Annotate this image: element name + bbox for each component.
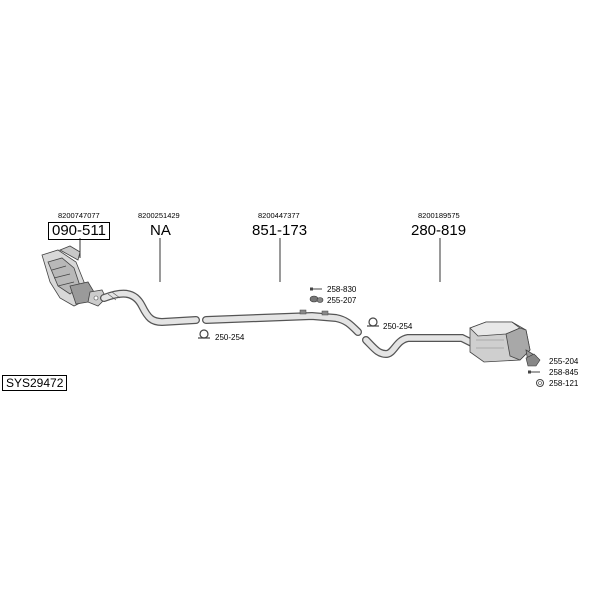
- rear-silencer-icon: [469, 321, 537, 363]
- rubber-rear-icon: [525, 353, 541, 367]
- oem-number-front-pipe: 8200251429: [138, 211, 180, 220]
- rubber-rear-label[interactable]: 255-204: [549, 357, 579, 366]
- rubber-top-icon: [309, 295, 324, 303]
- oem-number-center-pipe: 8200447377: [258, 211, 300, 220]
- clamp-front-icon: [198, 329, 210, 339]
- rubber-top-label[interactable]: 255-207: [327, 296, 357, 305]
- ring-rear-icon: [536, 379, 544, 387]
- mount-rear-icon: [528, 370, 540, 374]
- catalytic-converter-icon: [41, 245, 95, 307]
- mount-top-icon: [310, 287, 322, 291]
- clamp-middle-icon: [367, 317, 379, 327]
- mount-top-label[interactable]: 258-830: [327, 285, 357, 294]
- leader-lines: [79, 238, 441, 282]
- rear-pipe-icon: [362, 334, 478, 359]
- part-number-front-pipe[interactable]: NA: [150, 222, 171, 239]
- front-pipe-icon: [87, 289, 200, 327]
- mount-rear-label[interactable]: 258-845: [549, 368, 579, 377]
- clamp-middle-label[interactable]: 250-254: [383, 322, 413, 331]
- oem-number-catalyst: 8200747077: [58, 211, 100, 220]
- part-number-center-pipe[interactable]: 851-173: [252, 222, 308, 239]
- clamp-front-label[interactable]: 250-254: [215, 333, 245, 342]
- system-code: SYS29472: [2, 375, 68, 391]
- oem-number-rear-silencer: 8200189575: [418, 211, 460, 220]
- center-pipe-icon: [202, 309, 362, 336]
- ring-rear-label[interactable]: 258-121: [549, 379, 579, 388]
- part-number-catalyst[interactable]: 090-511: [48, 222, 110, 240]
- part-number-rear-silencer[interactable]: 280-819: [411, 222, 467, 239]
